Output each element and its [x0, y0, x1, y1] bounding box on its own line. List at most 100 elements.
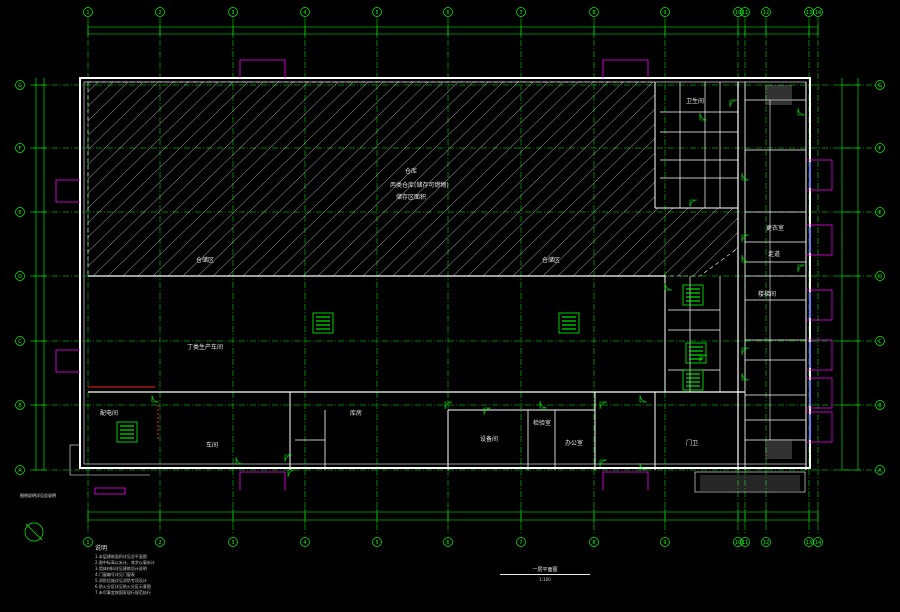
- axis-bubble: [15, 80, 25, 90]
- hatch-line: [88, 82, 129, 276]
- axis-bubble-label: 10: [735, 540, 741, 546]
- door-swing: [664, 282, 673, 291]
- equipment-box: [558, 312, 580, 334]
- axis-bubble-label: 8: [592, 540, 595, 546]
- axis-bubble: [443, 7, 453, 17]
- axis-bubble: [733, 537, 743, 547]
- door-swing: [151, 394, 160, 403]
- hatch-line: [722, 82, 738, 276]
- loading-opening: [239, 471, 286, 490]
- door-swing: [741, 372, 750, 381]
- axis-bubble: [155, 7, 165, 17]
- axis-bubble-label: 2: [158, 540, 161, 546]
- hatch-line: [0, 82, 83, 276]
- note-line: 1.本层建筑面积详见总平面图: [95, 554, 147, 559]
- axis-bubble: [15, 143, 25, 153]
- hatch-line: [602, 82, 738, 276]
- axis-bubble: [761, 7, 771, 17]
- east-opening: [806, 289, 833, 321]
- axis-bubble-label: 5: [375, 540, 378, 546]
- hatch-line: [512, 82, 714, 276]
- axis-bubble: [733, 7, 743, 17]
- hatch-line: [212, 82, 414, 276]
- axis-bubble: [660, 537, 670, 547]
- room-label-k: 更衣室: [766, 225, 785, 232]
- room-label-h: 卫生间: [686, 98, 705, 105]
- note-line: 4.门窗编号详见门窗表: [95, 572, 135, 577]
- side-opening: [55, 179, 80, 203]
- side-opening: [55, 349, 80, 373]
- hatch-line: [317, 82, 519, 276]
- axis-bubble-label: 4: [303, 10, 306, 16]
- room-label-hatch-right: 仓储区: [542, 257, 561, 264]
- axis-bubble-label: 11: [742, 540, 748, 546]
- hatch-line: [227, 82, 429, 276]
- axis-bubble-label: 14: [815, 10, 821, 16]
- hatch-line: [88, 82, 159, 276]
- axis-bubble-label: 9: [663, 540, 666, 546]
- dimension-lines: [33, 24, 861, 523]
- axis-bubble-label: A: [878, 468, 882, 474]
- room-label-storage-note1: 丙类仓库(储存可燃物): [390, 182, 449, 189]
- drawing-title: 一层平面图: [500, 566, 590, 575]
- axis-bubble: [813, 537, 823, 547]
- magenta-label-box: [94, 487, 126, 495]
- axis-bubble-label: E: [878, 210, 881, 216]
- note-line: 6.防火分区详见防火分区示意图: [95, 584, 151, 589]
- door-swing: [797, 264, 806, 273]
- hatch-line: [197, 82, 399, 276]
- room-label-c: 库房: [350, 410, 363, 417]
- outer-wall: [79, 77, 811, 469]
- loading-opening: [239, 59, 286, 78]
- room-label-workshop: 丁类生产车间: [187, 344, 224, 351]
- door-swing: [741, 347, 750, 356]
- axis-bubble-label: F: [879, 146, 882, 152]
- note-line: 2.图中标高以米计，其余以毫米计: [95, 560, 155, 565]
- drawing-caption: 一层平面图 1:100: [500, 566, 590, 582]
- axis-bubble: [15, 465, 25, 475]
- equipment-box: [312, 312, 334, 334]
- hatch-line: [332, 82, 534, 276]
- axis-bubble: [589, 537, 599, 547]
- room-label-b: 车间: [206, 442, 219, 449]
- door-swing: [284, 454, 293, 463]
- hatch-line: [92, 82, 294, 276]
- hatch-line: [407, 82, 609, 276]
- hatch-line: [692, 82, 738, 276]
- hatch-line: [632, 82, 738, 276]
- hatch-line: [167, 82, 369, 276]
- room-label-j: 走道: [768, 251, 781, 258]
- axis-bubble: [15, 400, 25, 410]
- hatch-line: [347, 82, 549, 276]
- hatch-line: [257, 82, 459, 276]
- axis-bubble: [875, 207, 885, 217]
- door-swing: [729, 99, 738, 108]
- equipment-box: [682, 284, 704, 306]
- axis-bubble: [372, 537, 382, 547]
- axis-bubble-label: 3: [231, 10, 234, 16]
- axis-bubble-label: 1: [86, 540, 89, 546]
- hatch-line: [242, 82, 444, 276]
- axis-bubble-label: 10: [735, 10, 741, 16]
- hatch-line: [798, 82, 900, 276]
- room-label-e: 检验室: [533, 420, 552, 427]
- axis-bubble-label: 9: [663, 10, 666, 16]
- door-swing: [699, 354, 708, 363]
- hatch-line: [617, 82, 738, 276]
- hatch-line: [88, 82, 114, 276]
- door-swing: [599, 401, 608, 410]
- axis-bubble: [15, 207, 25, 217]
- east-opening: [806, 339, 833, 371]
- axis-bubble-label: 6: [446, 540, 449, 546]
- hatch-line: [88, 82, 99, 276]
- room-label-f: 办公室: [565, 440, 584, 447]
- entrance-ramp: [694, 471, 806, 493]
- axis-bubble-label: 1: [86, 10, 89, 16]
- walls: [69, 77, 811, 493]
- room-label-i: 楼梯间: [758, 291, 777, 298]
- door-swing: [287, 469, 296, 478]
- hatch-line: [107, 82, 309, 276]
- axis-bubble-label: 14: [815, 540, 821, 546]
